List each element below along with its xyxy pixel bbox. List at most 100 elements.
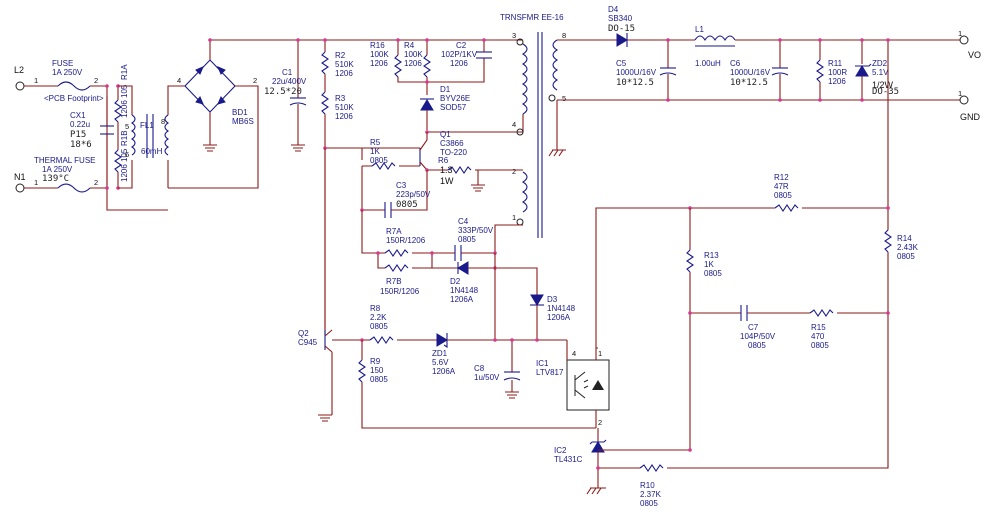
terminal-l2: L2: [14, 65, 25, 91]
component-label: 0805: [458, 235, 476, 244]
resistor-r16: R16 100K 1206: [370, 40, 427, 83]
resistor-r8: R8 2.2K 0805: [332, 304, 437, 344]
resistor-r11: R11 100R 1206: [816, 40, 847, 100]
component-label: 100R: [828, 68, 847, 77]
capacitor-c5: C5 1000U/16V 10*12.5: [616, 40, 677, 100]
component-label: R12: [774, 173, 789, 182]
component-label: 0805: [370, 375, 388, 384]
component-label: 150: [370, 366, 384, 375]
component-label: 1206 105: [120, 148, 129, 182]
component-label: 2: [512, 167, 516, 176]
component-label: 1N4148: [450, 286, 479, 295]
transformer-name: TRNSFMR EE-16: [500, 13, 564, 22]
component-label: 1206A: [432, 367, 456, 376]
component-label: SB340: [608, 14, 633, 23]
component-label: R5: [370, 138, 381, 147]
capacitor-c7: C7 104P/50V 0805: [690, 305, 810, 350]
component-label: 1: [34, 178, 38, 187]
component-label: R3: [335, 94, 346, 103]
component-label: 1.00uH: [695, 59, 721, 68]
component-label: C5: [616, 59, 627, 68]
component-label: R13: [704, 251, 719, 260]
component-label: 1206A: [547, 313, 571, 322]
component-label: C8: [474, 364, 485, 373]
terminal-n1-label: N1: [14, 172, 26, 182]
resistor-r1a: 1206 105 R1A: [114, 64, 129, 128]
component-label: 8: [562, 31, 566, 40]
component-label: C7: [748, 323, 759, 332]
component-label: FL1: [140, 121, 154, 130]
component-label: 100K: [404, 50, 423, 59]
component-label: 510K: [335, 60, 354, 69]
component-label: DO-15: [608, 24, 635, 34]
transistor-q2: Q2 C945: [298, 148, 333, 422]
component-label: 1N4148: [547, 304, 576, 313]
component-label: 1/2W: [872, 80, 894, 90]
component-label: 1206: [370, 59, 388, 68]
resistor-r14: R14 2.43K 0805: [884, 229, 919, 320]
component-label: 2: [598, 418, 602, 427]
zener-zd2: ZD2 5.1V 1/2W DO-35: [855, 40, 899, 100]
component-label: 5: [562, 94, 566, 103]
component-label: 1206: [828, 77, 846, 86]
terminal-n1: N1: [14, 172, 26, 193]
capacitor-c8: C8 1u/50V: [474, 340, 521, 399]
inductor-l1: L1 1.00uH: [694, 25, 736, 68]
component-label: 0805: [897, 252, 915, 261]
component-label: 2: [94, 178, 98, 187]
component-label: 1206A: [450, 295, 474, 304]
component-label: 47R: [774, 182, 789, 191]
component-label: 0.22u: [70, 120, 90, 129]
component-label: DO-35: [872, 87, 899, 97]
component-label: ZD2: [872, 59, 888, 68]
component-label: 1206: [404, 59, 422, 68]
component-label: 1W: [440, 176, 454, 186]
capacitor-c2: C2 102P/1KV 1206: [427, 40, 492, 83]
component-label: 104P/50V: [740, 332, 776, 341]
resistor-r3: R3 510K 1206: [321, 91, 354, 335]
component-label: C2: [456, 41, 467, 50]
component-label: C1: [282, 68, 293, 77]
fuse: 1 FUSE 1A 250V <PCB Footprint> 2: [34, 59, 104, 103]
diode-d3: D3 1N4148 1206A: [530, 294, 576, 340]
component-label: R7B: [386, 277, 402, 286]
terminal-vo: 1 VO: [958, 29, 981, 60]
component-label: BYV26E: [440, 94, 470, 103]
capacitor-c4: C4 333P/50V 0805: [454, 217, 523, 261]
zener-zd1: ZD1 5.6V 1206A: [432, 333, 495, 376]
component-label: TL431C: [554, 455, 583, 464]
component-label: 0805: [748, 341, 766, 350]
component-label: 1206: [335, 69, 353, 78]
component-label: 1000U/16V: [616, 68, 657, 77]
component-label: 8: [161, 117, 165, 126]
component-label: BD1: [232, 108, 248, 117]
terminal-gnd: 1 GND: [958, 89, 981, 122]
resistor-r2: R2 510K 1206: [321, 40, 354, 92]
component-label: 1206: [335, 112, 353, 121]
terminal-l2-label: L2: [14, 65, 24, 75]
component-label: 0805: [704, 269, 722, 278]
component-label: R2: [335, 51, 346, 60]
component-label: 2: [94, 76, 98, 85]
component-label: 1u/50V: [474, 373, 500, 382]
component-label: 0805: [640, 499, 658, 508]
component-label: 1206: [450, 59, 468, 68]
component-label: LTV817: [536, 368, 564, 377]
component-label: 6: [125, 150, 129, 159]
component-label: 223p/50V: [396, 190, 431, 199]
component-label: R14: [897, 234, 912, 243]
component-label: 0805: [811, 341, 829, 350]
component-label: 1: [512, 213, 516, 222]
component-label: 1: [958, 89, 962, 98]
thermal-fuse: 1 THERMAL FUSE 1A 250V 139°C 2: [34, 156, 98, 193]
thermal-fuse-name: THERMAL FUSE: [34, 156, 96, 165]
choke-fl1: FL1 60mH 5 6 8: [118, 85, 185, 189]
component-label: 10*12.5: [730, 78, 768, 88]
component-label: C3866: [440, 139, 464, 148]
component-label: 1000U/16V: [730, 68, 771, 77]
component-label: 1206 105: [120, 84, 129, 118]
resistor-r7b: R7B 150R/1206: [377, 253, 433, 296]
component-label: D3: [547, 295, 558, 304]
component-label: C945: [298, 338, 318, 347]
